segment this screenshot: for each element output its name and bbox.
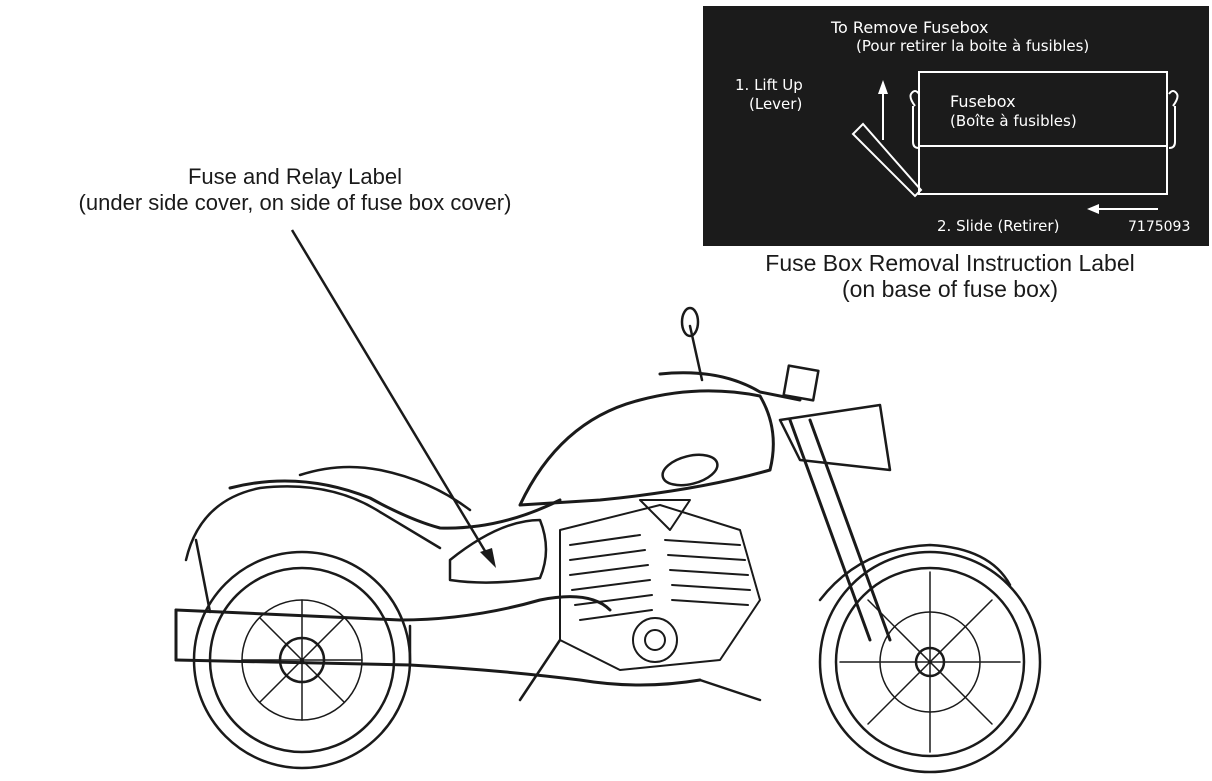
handlebar <box>658 371 802 402</box>
side-cover <box>448 518 548 584</box>
removal-callout-title: Fuse Box Removal Instruction Label <box>765 250 1135 276</box>
label-fusebox-name-fr: (Boîte à fusibles) <box>950 112 1077 130</box>
label-subtitle: (Pour retirer la boite à fusibles) <box>856 37 1090 55</box>
label-part-number: 7175093 <box>1128 219 1191 235</box>
front-fender <box>818 543 1012 602</box>
fusebox-removal-diagram <box>851 71 1179 214</box>
fusebox-outline <box>918 71 1168 195</box>
lift-up-arrow-head <box>878 80 888 94</box>
fuel-tank <box>518 389 775 507</box>
label-fusebox-name: Fusebox <box>950 92 1016 111</box>
left-clip <box>909 90 920 149</box>
leader-arrow-head <box>480 548 496 568</box>
exhaust-upper <box>174 595 612 622</box>
front-wheel <box>818 550 1042 774</box>
lever-icon <box>851 122 923 198</box>
rear-fender <box>184 485 442 562</box>
seat <box>228 479 562 530</box>
fuse-relay-callout-location: (under side cover, on side of fuse box c… <box>78 190 512 215</box>
label-step1: 1. Lift Up <box>735 76 803 94</box>
label-step2: 2. Slide (Retirer) <box>937 217 1060 235</box>
right-clip <box>1168 90 1179 149</box>
slide-arrow-head <box>1087 204 1099 214</box>
fuse-relay-callout: Fuse and Relay Label (under side cover, … <box>0 164 590 216</box>
label-step1-note: (Lever) <box>749 95 803 113</box>
label-title: To Remove Fusebox <box>831 18 989 37</box>
removal-callout-location: (on base of fuse box) <box>841 276 1059 302</box>
headlight-fairing <box>778 403 892 472</box>
fuse-box-removal-instruction-label: To Remove Fusebox (Pour retirer la boite… <box>703 6 1209 246</box>
fuse-relay-callout-title: Fuse and Relay Label <box>187 164 403 189</box>
exhaust-lower <box>174 658 702 687</box>
removal-label-callout: Fuse Box Removal Instruction Label (on b… <box>700 250 1200 302</box>
engine <box>559 499 761 671</box>
front-fork <box>788 418 892 642</box>
